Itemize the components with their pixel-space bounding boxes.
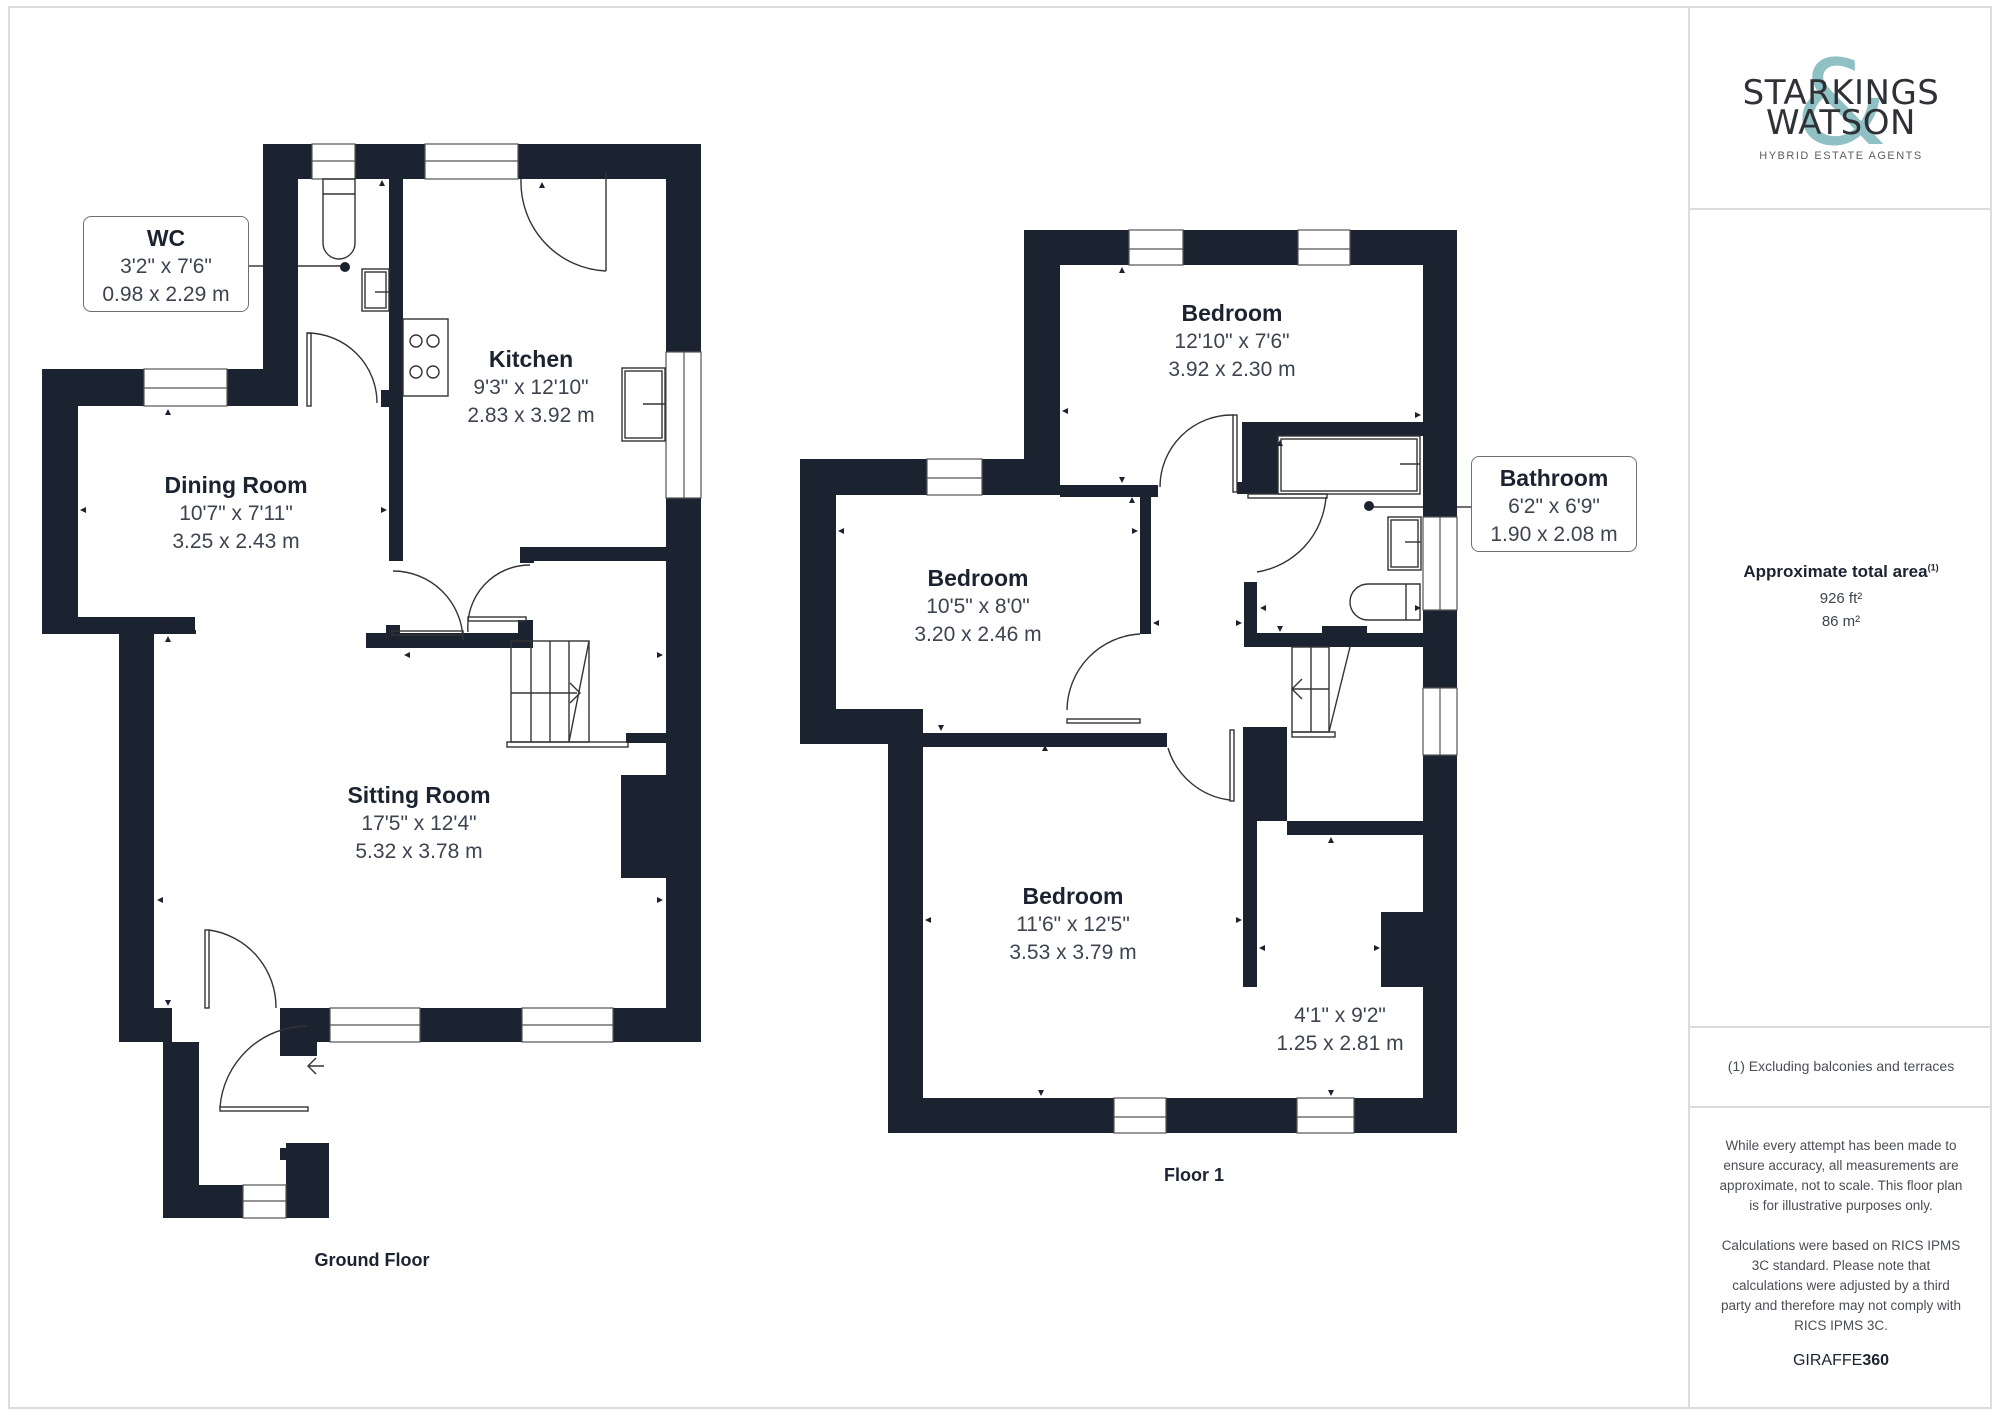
area-imperial: 926 ft²	[1819, 590, 1863, 607]
room-dimensions-imperial: 12'10" x 7'6"	[1174, 330, 1290, 353]
small-room-label: 4'1" x 9'2" 1.25 x 2.81 m	[1276, 1002, 1403, 1058]
ground-floor-walls	[42, 144, 701, 1218]
ground-floor-fixtures	[204, 172, 666, 1112]
sitting-room-label: Sitting Room 17'5" x 12'4" 5.32 x 3.78 m	[347, 780, 490, 866]
room-dimensions-imperial: 11'6" x 12'5"	[1016, 913, 1130, 936]
room-dimensions-imperial: 6'2" x 6'9"	[1508, 495, 1600, 518]
area-section: Approximate total area(1) 926 ft² 86 m²	[1690, 210, 1992, 1028]
brand-part-1: GIRAFFE	[1792, 1352, 1863, 1369]
logo-ampersand: &	[1794, 34, 1888, 172]
logo-line-2: WATSON	[1766, 103, 1916, 143]
room-dimensions-imperial: 4'1" x 9'2"	[1294, 1004, 1386, 1027]
info-side-panel: & STARKINGS WATSON HYBRID ESTATE AGENTS …	[1688, 6, 1992, 1409]
disclaimer-accuracy: While every attempt has been made to ens…	[1719, 1138, 1963, 1213]
floor-1-walls	[800, 230, 1457, 1133]
room-dimensions-imperial: 3'2" x 7'6"	[120, 255, 212, 278]
area-title-text: Approximate total area	[1743, 562, 1928, 581]
floor-1-dimension-markers	[838, 267, 1421, 1096]
room-name: Bedroom	[1181, 300, 1283, 326]
room-name: WC	[146, 225, 186, 251]
logo-tagline: HYBRID ESTATE AGENTS	[1759, 150, 1923, 162]
room-name: Bedroom	[927, 565, 1029, 591]
floor-1-windows	[926, 229, 1458, 1134]
disclaimer-rics: Calculations were based on RICS IPMS 3C …	[1720, 1238, 1962, 1333]
room-dimensions-metric: 2.83 x 3.92 m	[467, 404, 595, 427]
logo-section: & STARKINGS WATSON HYBRID ESTATE AGENTS	[1690, 6, 1992, 210]
giraffe360-brand: GIRAFFE360	[1690, 1352, 1992, 1370]
kitchen-room-label: Kitchen 9'3" x 12'10" 2.83 x 3.92 m	[467, 344, 594, 430]
bedroom-front-label: Bedroom 11'6" x 12'5" 3.53 x 3.79 m	[1009, 881, 1136, 967]
room-dimensions-imperial: 10'7" x 7'11"	[179, 502, 293, 525]
ground-floor-label: Ground Floor	[314, 1250, 430, 1270]
room-name: Bedroom	[1022, 883, 1124, 909]
room-name: Sitting Room	[347, 782, 491, 808]
bedroom-left-label: Bedroom 10'5" x 8'0" 3.20 x 2.46 m	[914, 563, 1041, 649]
room-dimensions-metric: 0.98 x 2.29 m	[102, 283, 230, 306]
room-dimensions-imperial: 17'5" x 12'4"	[361, 812, 477, 835]
room-dimensions-metric: 5.32 x 3.78 m	[355, 840, 483, 863]
footnote-section: (1) Excluding balconies and terraces	[1690, 1028, 1992, 1108]
floor-1-fixtures	[1066, 414, 1422, 802]
room-dimensions-imperial: 9'3" x 12'10"	[473, 376, 589, 399]
room-dimensions-metric: 3.53 x 3.79 m	[1009, 941, 1137, 964]
room-dimensions-metric: 1.25 x 2.81 m	[1276, 1032, 1404, 1055]
area-metric: 86 m²	[1821, 613, 1861, 630]
footnote-text: (1) Excluding balconies and terraces	[1727, 1058, 1955, 1074]
company-logo: & STARKINGS WATSON HYBRID ESTATE AGENTS	[1690, 6, 1992, 162]
area-footnote-marker: (1)	[1927, 562, 1939, 573]
bathroom-room-callout: Bathroom 6'2" x 6'9" 1.90 x 2.08 m	[1471, 456, 1637, 552]
room-dimensions-metric: 3.25 x 2.43 m	[172, 530, 300, 553]
room-dimensions-imperial: 10'5" x 8'0"	[926, 595, 1030, 618]
wc-callout-dot	[340, 262, 350, 272]
wc-room-callout: WC 3'2" x 7'6" 0.98 x 2.29 m	[83, 216, 249, 312]
brand-part-2: 360	[1862, 1352, 1890, 1369]
page-frame	[8, 6, 1992, 1409]
ground-floor-windows	[143, 143, 702, 1219]
ground-floor-dimension-markers	[80, 180, 663, 1006]
disclaimer-section: While every attempt has been made to ens…	[1690, 1108, 1992, 1409]
bathroom-callout-dot	[1364, 501, 1374, 511]
dining-room-label: Dining Room 10'7" x 7'11" 3.25 x 2.43 m	[164, 470, 307, 556]
room-dimensions-metric: 3.92 x 2.30 m	[1168, 358, 1296, 381]
area-title: Approximate total area(1)	[1690, 562, 1992, 582]
logo-line-1: STARKINGS	[1742, 73, 1940, 113]
floor-1-label: Floor 1	[1163, 1165, 1225, 1185]
room-dimensions-metric: 1.90 x 2.08 m	[1490, 523, 1618, 546]
room-dimensions-metric: 3.20 x 2.46 m	[914, 623, 1042, 646]
room-name: Dining Room	[164, 472, 308, 498]
bedroom-top-label: Bedroom 12'10" x 7'6" 3.92 x 2.30 m	[1168, 298, 1295, 384]
room-name: Kitchen	[488, 346, 574, 372]
room-name: Bathroom	[1499, 465, 1609, 491]
